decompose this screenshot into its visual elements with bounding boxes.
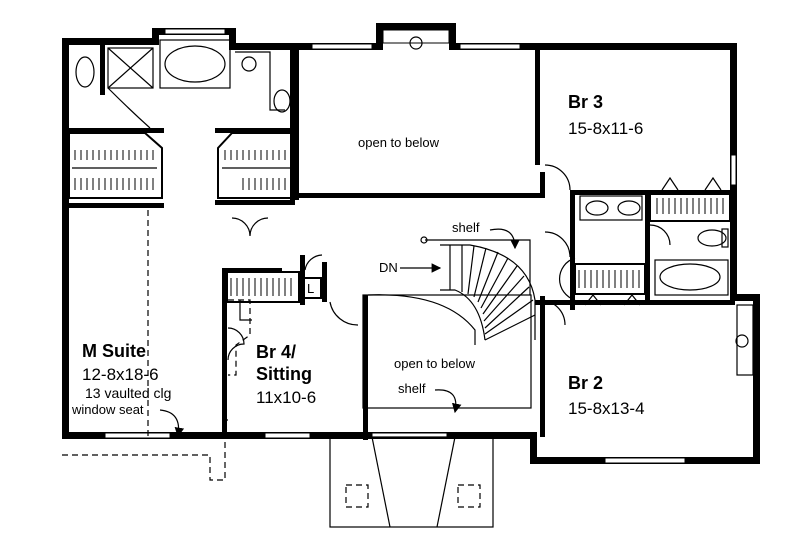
- room-size-br3: 15-8x11-6: [568, 119, 643, 138]
- front-porch: [329, 436, 494, 528]
- stair-down-label: DN: [379, 260, 398, 275]
- room-name-br3: Br 3: [568, 92, 603, 112]
- closets: [68, 132, 731, 321]
- master-ceiling-note: 13 vaulted clg: [85, 385, 171, 401]
- room-name-br4-line1: Br 4/: [256, 342, 296, 362]
- shelf-label-top: shelf: [452, 220, 480, 235]
- room-size-br4: 11x10-6: [256, 388, 316, 407]
- open-to-below-stair: open to below: [394, 356, 476, 371]
- chimney-top: [382, 29, 450, 50]
- dashed-lines: [62, 210, 251, 481]
- master-bath-fixtures: [75, 39, 291, 129]
- window-seat-label: window seat: [71, 402, 144, 417]
- room-size-master: 12-8x18-6: [82, 365, 159, 384]
- windows: [104, 28, 737, 464]
- linen-closet: [302, 277, 322, 299]
- room-name-br2: Br 2: [568, 373, 603, 393]
- room-name-br4-line2: Sitting: [256, 364, 312, 384]
- shelf-pointers: [159, 228, 520, 438]
- linen-label: L: [307, 281, 314, 296]
- staircase: [367, 236, 536, 345]
- room-name-master: M Suite: [82, 341, 146, 361]
- chimney-right: [735, 304, 754, 376]
- open-to-below-upper: open to below: [358, 135, 440, 150]
- hall-bath-fixtures: [579, 195, 729, 296]
- shelf-label-bottom: shelf: [398, 381, 426, 396]
- doors: [227, 164, 671, 361]
- room-size-br2: 15-8x13-4: [568, 399, 645, 418]
